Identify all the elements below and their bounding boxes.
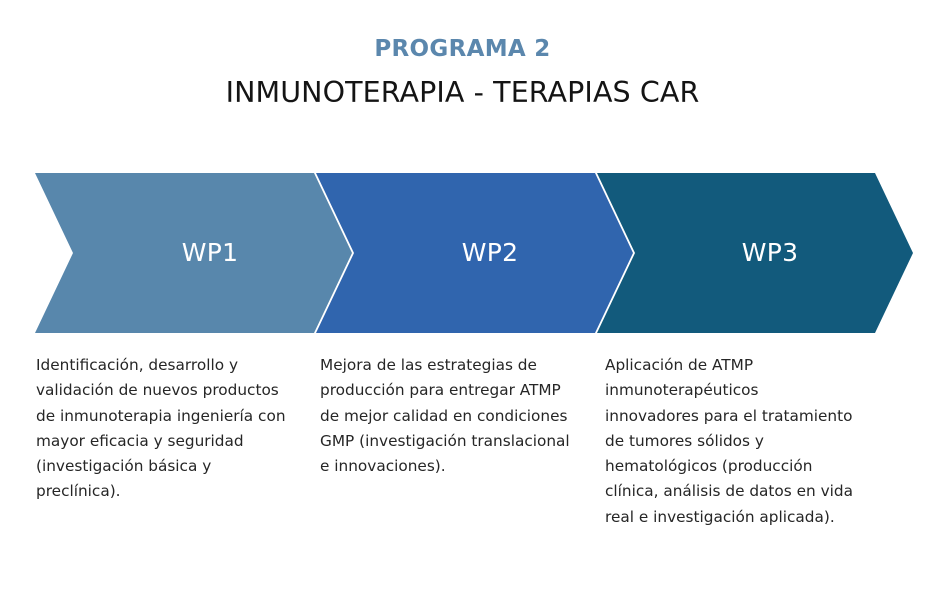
- title-block: PROGRAMA 2 INMUNOTERAPIA - TERAPIAS CAR: [0, 34, 925, 113]
- wp-description-wp1: Identificación, desarrollo y validación …: [36, 356, 286, 501]
- chevron-arrow-wp1[interactable]: [35, 173, 352, 333]
- page-title: PROGRAMA 2: [374, 36, 551, 62]
- wp-label-wp1: WP1: [181, 238, 239, 267]
- wp-label-wp3: WP3: [741, 238, 799, 267]
- chevron-arrow-wp3[interactable]: [597, 173, 913, 333]
- wp-description-wp3: Aplicación de ATMP inmunoterapéuticos in…: [605, 356, 853, 526]
- chevron-arrow-wp2[interactable]: [316, 173, 633, 333]
- wp-description-wp2: Mejora de las estrategias de producción …: [320, 356, 570, 476]
- wp-label-wp2: WP2: [461, 238, 519, 267]
- page-subtitle: INMUNOTERAPIA - TERAPIAS CAR: [225, 76, 700, 109]
